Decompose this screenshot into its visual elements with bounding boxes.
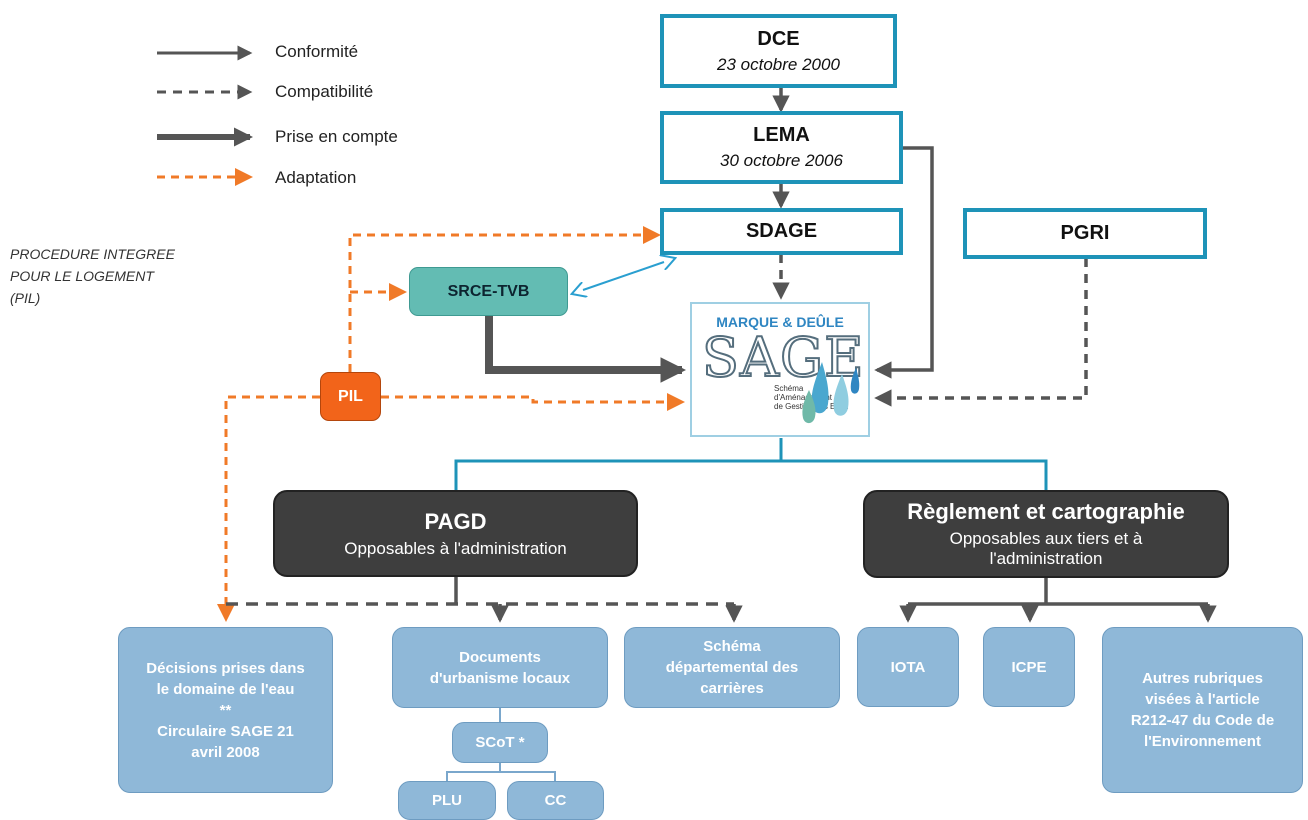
legend-label-compatibilite: Compatibilité (275, 82, 374, 101)
arrow-pil-sdage (348, 226, 661, 372)
legend-label-adaptation: Adaptation (275, 168, 357, 187)
node-decisions-line: Décisions prises dans (146, 659, 305, 677)
node-schema: Schéma départemental des carrières (624, 627, 840, 708)
node-srce-tvb-title: SRCE-TVB (447, 282, 530, 300)
node-documents-line: d'urbanisme locaux (429, 669, 571, 687)
node-pil-title: PIL (338, 387, 363, 405)
sage-logo-subtitle-line: Schéma (774, 384, 804, 393)
node-reglement-subtitle: Opposables aux tiers et à l'administrati… (950, 529, 1143, 569)
node-reglement-subtitle-line: Opposables aux tiers et à (949, 529, 1143, 548)
node-plu: PLU (398, 781, 496, 820)
node-dce: DCE 23 octobre 2000 (660, 14, 897, 88)
node-scot: SCoT * (452, 722, 548, 763)
sage-logo-title: MARQUE & DEÛLE (716, 314, 844, 330)
node-autres-line: visées à l'article (1145, 691, 1260, 708)
node-lema-date: 30 octobre 2006 (720, 151, 843, 170)
node-dce-date: 23 octobre 2000 (717, 54, 840, 74)
node-cc-title: CC (544, 792, 567, 809)
node-lema: LEMA 30 octobre 2006 (660, 111, 903, 184)
water-drops-icon (802, 362, 860, 424)
pil-caption: PROCEDURE INTEGREE POUR LE LOGEMENT (PIL… (10, 243, 240, 309)
arrow-pgri-sage (874, 258, 1088, 407)
node-pgri-title: PGRI (1060, 222, 1110, 244)
legend-label-prise-en-compte: Prise en compte (275, 127, 398, 146)
node-autres-line: Autres rubriques (1142, 670, 1263, 687)
arrow-srce-sdage (583, 262, 664, 290)
arrow-pil-decisions (217, 395, 320, 622)
node-sdage-title: SDAGE (745, 220, 818, 242)
pil-caption-line: POUR LE LOGEMENT (10, 268, 154, 284)
link-sage-pagd (454, 459, 1048, 490)
legend-label-conformite: Conformité (275, 42, 359, 61)
node-autres-line: l'Environnement (1144, 733, 1261, 750)
node-icpe: ICPE (983, 627, 1075, 707)
node-decisions: Décisions prises dans le domaine de l'ea… (118, 627, 333, 793)
node-sdage: SDAGE (660, 208, 903, 255)
node-lema-title: LEMA (753, 124, 810, 146)
arrow-srce-sage (485, 316, 686, 383)
node-plu-title: PLU (432, 792, 462, 809)
node-documents-line: Documents (459, 648, 541, 666)
node-iota: IOTA (857, 627, 959, 707)
node-autres: Autres rubriques visées à l'article R212… (1102, 627, 1303, 793)
node-decisions-line: avril 2008 (191, 743, 260, 761)
node-reglement-subtitle-line: l'administration (989, 549, 1103, 568)
node-dce-title: DCE (757, 27, 800, 50)
node-pil: PIL (320, 372, 381, 421)
node-pagd-subtitle: Opposables à l'administration (344, 538, 567, 558)
pil-caption-line: (PIL) (10, 290, 41, 306)
node-autres-line: R212-47 du Code de (1130, 712, 1275, 729)
sage-logo-word: SAGE (701, 325, 865, 390)
node-documents: Documents d'urbanisme locaux (392, 627, 608, 708)
node-srce-tvb: SRCE-TVB (409, 267, 568, 316)
node-pagd-title: PAGD (424, 508, 487, 534)
node-decisions-line: le domaine de l'eau (156, 680, 295, 698)
node-reglement-title: Règlement et cartographie (907, 499, 1185, 524)
node-decisions-line: ** (219, 701, 232, 719)
sage-logo: MARQUE & DEÛLE SAGE Schéma d'Aménagement… (690, 302, 870, 437)
node-icpe-title: ICPE (1011, 658, 1047, 676)
link-scot-plu-cc (446, 771, 556, 781)
pil-caption-line: PROCEDURE INTEGREE (10, 246, 175, 262)
arrow-pil-sage (381, 393, 685, 411)
node-scot-title: SCoT * (475, 734, 525, 751)
node-schema-line: Schéma (703, 638, 761, 655)
node-decisions-line: Circulaire SAGE 21 (157, 722, 294, 740)
node-pagd: PAGD Opposables à l'administration (273, 490, 638, 577)
node-pgri: PGRI (963, 208, 1207, 259)
node-iota-title: IOTA (890, 658, 926, 676)
arrow-lema-sage (874, 146, 934, 379)
node-cc: CC (507, 781, 604, 820)
node-schema-line: départemental des (665, 659, 799, 676)
node-reglement: Règlement et cartographie Opposables aux… (863, 490, 1229, 578)
node-schema-line: carrières (700, 680, 764, 697)
